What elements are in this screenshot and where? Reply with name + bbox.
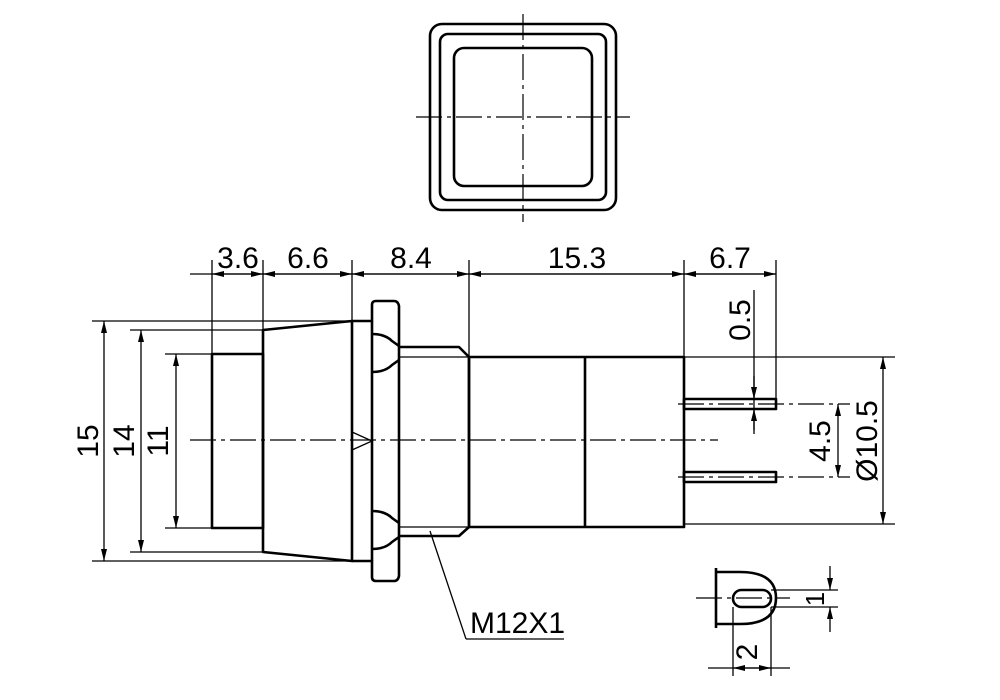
hex-nut <box>352 299 401 583</box>
dim-14-label: 14 <box>108 424 141 457</box>
terminal-detail: 1 2 <box>696 566 838 676</box>
nut-chamfer-upper <box>371 332 400 348</box>
switch-body <box>467 355 686 529</box>
nut-chamfer-mid-upper <box>371 358 400 374</box>
dim-8-4-label: 8.4 <box>390 242 432 275</box>
nut-split-mark <box>351 431 374 451</box>
button-cap <box>210 352 265 530</box>
right-dimensions: 0.5 4.5 Ø10.5 <box>684 290 895 525</box>
bezel <box>261 319 354 563</box>
thread-leader-diagonal <box>429 530 467 640</box>
thread-callout: M12X1 <box>429 530 565 640</box>
nut-chamfer-mid-lower <box>371 509 400 525</box>
top-view <box>416 14 630 222</box>
dim-15-label: 15 <box>72 424 105 457</box>
dim-6-6-label: 6.6 <box>287 242 329 275</box>
dim-4-5-label: 4.5 <box>804 420 837 462</box>
left-dimensions: 15 14 11 <box>72 320 352 562</box>
dim-2-label: 2 <box>731 644 764 661</box>
nut-chamfer-lower <box>371 535 400 551</box>
top-dimensions: 3.6 6.6 8.4 15.3 6.7 <box>190 242 777 399</box>
dim-11-label: 11 <box>142 425 175 456</box>
threaded-section <box>399 345 471 538</box>
dim-15-3-label: 15.3 <box>548 242 606 275</box>
side-view <box>190 299 850 583</box>
dim-1-label: 1 <box>800 592 830 606</box>
dim-0-5-label: 0.5 <box>724 299 757 341</box>
dim-6-7-label: 6.7 <box>709 242 751 275</box>
dim-10-5-label: Ø10.5 <box>851 400 884 482</box>
thread-label: M12X1 <box>470 607 565 640</box>
dim-3-6-label: 3.6 <box>217 242 259 275</box>
